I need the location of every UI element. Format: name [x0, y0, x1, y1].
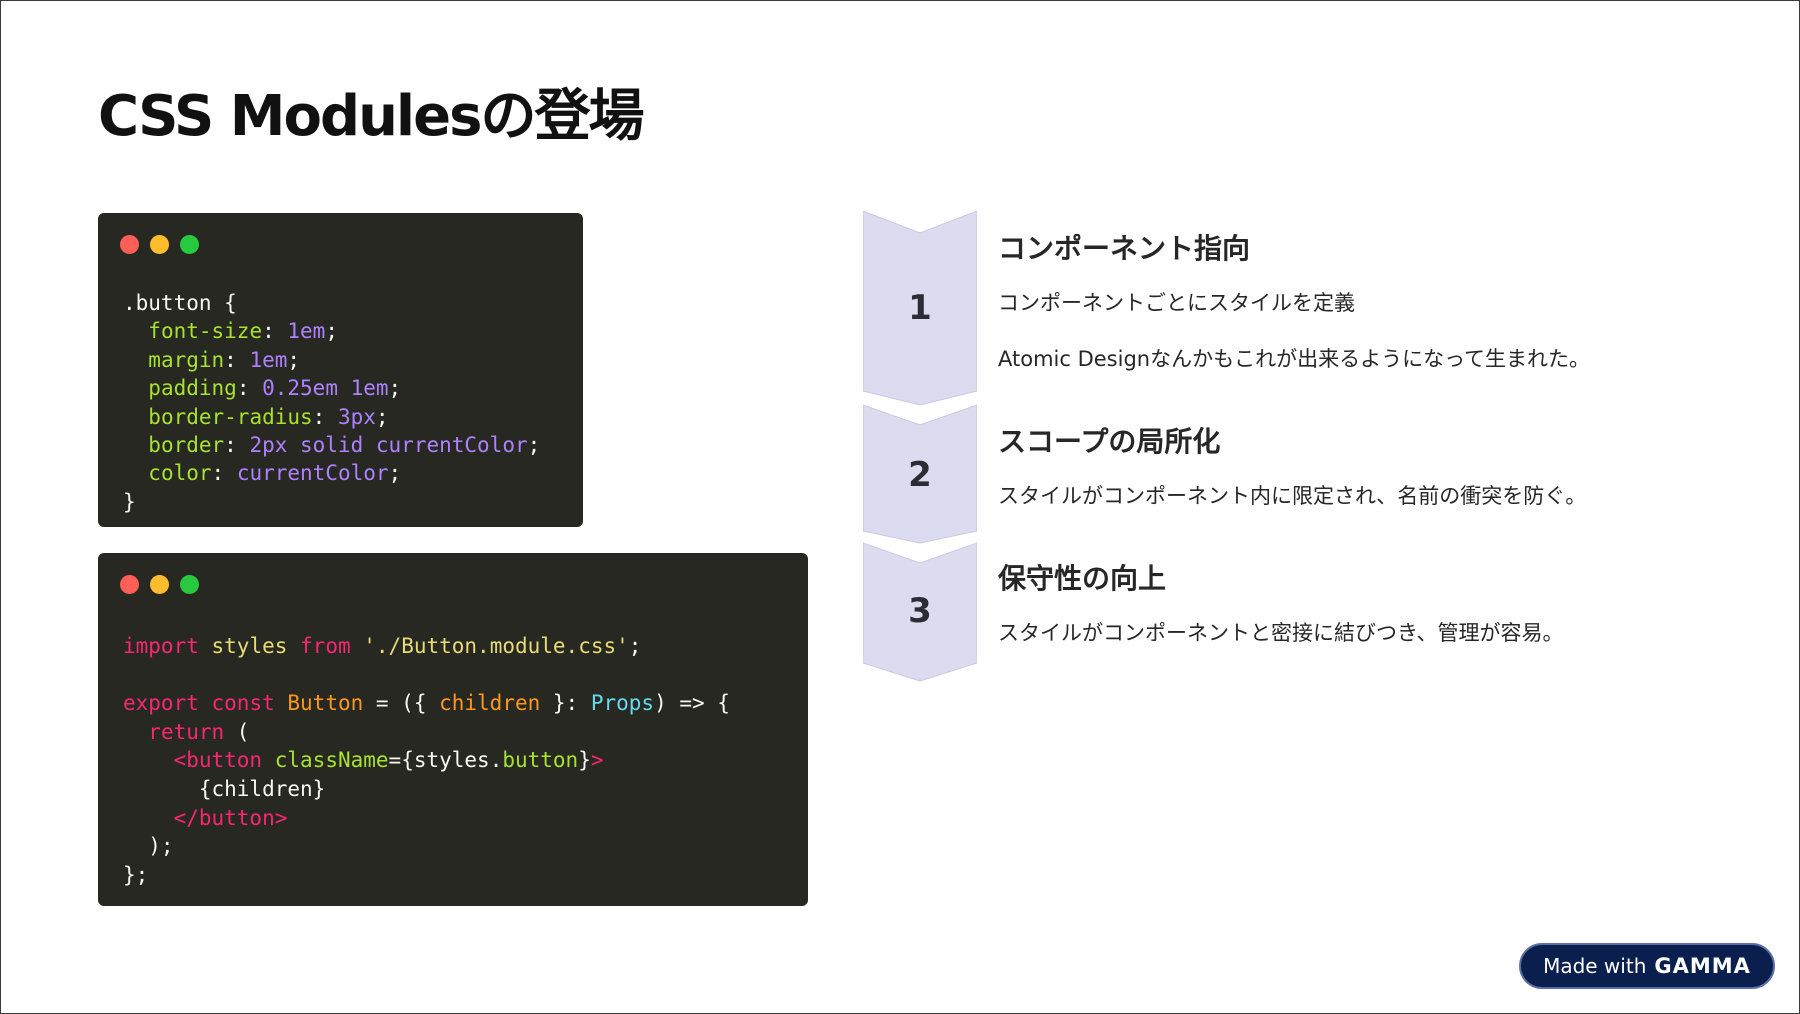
- maximize-dot-icon: [180, 575, 199, 594]
- close-dot-icon: [120, 575, 139, 594]
- code-line: .button {: [123, 291, 237, 315]
- code-line: );: [123, 834, 174, 859]
- code-line: color: currentColor;: [148, 461, 402, 486]
- step-text-2: スタイルがコンポーネント内に限定され、名前の衝突を防ぐ。: [998, 484, 1587, 508]
- step-title-2: スコープの局所化: [998, 425, 1221, 458]
- minimize-dot-icon: [150, 575, 169, 594]
- code-content: .button { font-size: 1em; margin: 1em; p…: [123, 289, 540, 516]
- step-number-3: 3: [908, 591, 932, 631]
- css-code-block: .button { font-size: 1em; margin: 1em; p…: [98, 213, 583, 527]
- minimize-dot-icon: [150, 235, 169, 254]
- code-line: [123, 661, 730, 690]
- maximize-dot-icon: [180, 235, 199, 254]
- window-controls: [120, 235, 199, 254]
- steps-list: 1 2 3 コンポーネント指向 コンポーネントごとにスタイルを定義 Atomic…: [863, 211, 1743, 687]
- step-title-1: コンポーネント指向: [998, 232, 1251, 265]
- step-number-2: 2: [908, 455, 932, 495]
- close-dot-icon: [120, 235, 139, 254]
- step-text-3: スタイルがコンポーネントと密接に結びつき、管理が容易。: [998, 621, 1564, 645]
- code-line: font-size: 1em;: [148, 319, 338, 344]
- code-line: };: [123, 862, 149, 887]
- code-line: return (: [148, 719, 250, 744]
- step-title-3: 保守性の向上: [998, 562, 1167, 595]
- code-line: {children}: [123, 776, 326, 801]
- code-content: import styles from './Button.module.css'…: [123, 632, 730, 889]
- chevron-3-shape: [863, 542, 977, 682]
- step-text-1a: コンポーネントごとにスタイルを定義: [998, 291, 1355, 315]
- window-controls: [120, 575, 199, 594]
- code-line: border-radius: 3px;: [148, 404, 389, 429]
- chevron-2-shape: [863, 404, 977, 544]
- code-line: margin: 1em;: [148, 347, 301, 372]
- made-with-gamma-badge[interactable]: Made with GAMMA: [1519, 943, 1775, 989]
- gamma-logo: GAMMA: [1654, 954, 1751, 978]
- code-line: export const Button = ({ children }: Pro…: [123, 691, 730, 716]
- slide-title: CSS Modulesの登場: [98, 84, 644, 149]
- badge-made-with-text: Made with: [1543, 954, 1647, 978]
- chevron-column: [863, 211, 977, 682]
- code-line: padding: 0.25em 1em;: [148, 376, 402, 401]
- tsx-code-block: import styles from './Button.module.css'…: [98, 553, 808, 906]
- code-line: import styles from './Button.module.css'…: [123, 634, 642, 658]
- code-line: }: [123, 489, 136, 514]
- code-line: <button className={styles.button}>: [173, 748, 604, 773]
- code-line: </button>: [173, 805, 288, 830]
- step-number-1: 1: [908, 288, 932, 328]
- step-text-1b: Atomic Designなんかもこれが出来るようになって生まれた。: [998, 347, 1591, 371]
- code-line: border: 2px solid currentColor;: [148, 432, 541, 457]
- chevron-1-shape: [863, 211, 977, 406]
